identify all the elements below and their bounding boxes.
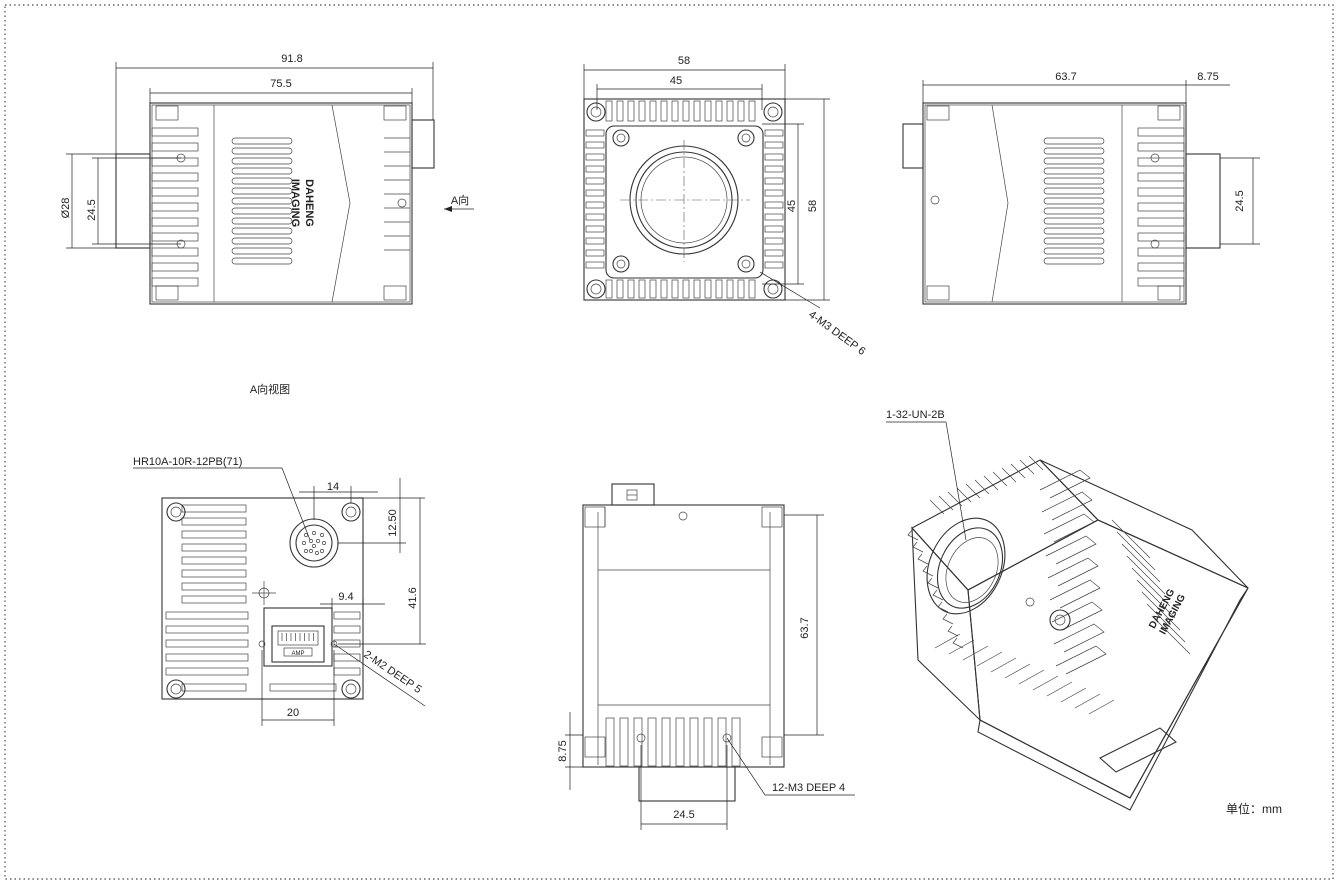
daheng-logo: DAHENG IMAGING bbox=[289, 179, 315, 227]
dim-41-6: 41.6 bbox=[407, 587, 419, 608]
dim-45-side: 45 bbox=[786, 200, 798, 212]
dim-24-5-bottom: 24.5 bbox=[673, 809, 694, 821]
dim-phi28: Ø28 bbox=[60, 198, 72, 219]
m3-deep6-callout: 4-M3 DEEP 6 bbox=[806, 309, 867, 358]
dim-58-top: 58 bbox=[678, 55, 690, 67]
a-view-title: A向视图 bbox=[250, 382, 290, 396]
sheet-border bbox=[4, 4, 1334, 880]
thread-callout: 1-32-UN-2B bbox=[886, 409, 945, 421]
dim-58-side: 58 bbox=[807, 200, 819, 212]
dim-24-5-right: 24.5 bbox=[1234, 190, 1246, 211]
dim-75-5: 75.5 bbox=[270, 78, 291, 90]
m2-deep5-callout: 2-M2 DEEP 5 bbox=[361, 649, 423, 696]
back-view: AMP HR10A-10R-12PB(71) 14 12.50 41.6 9.4… bbox=[133, 456, 426, 726]
svg-text:IMAGING: IMAGING bbox=[289, 179, 301, 227]
dim-45-top: 45 bbox=[670, 75, 682, 87]
unit-note: 单位：mm bbox=[1226, 801, 1282, 816]
right-side-view: 63.7 8.75 24.5 bbox=[902, 71, 1260, 305]
hr10a-callout: HR10A-10R-12PB(71) bbox=[133, 456, 242, 468]
dim-12-50: 12.50 bbox=[387, 509, 399, 537]
front-view: 58 45 45 58 4-M3 DEEP 6 bbox=[583, 55, 868, 358]
left-side-view: DAHENG IMAGING 91.8 75.5 Ø28 24.5 A向 bbox=[60, 53, 474, 305]
a-direction-label: A向 bbox=[451, 193, 469, 207]
dim-63-7-top: 63.7 bbox=[1055, 71, 1076, 83]
iso-daheng-logo: DAHENG IMAGING bbox=[1147, 587, 1188, 636]
svg-text:DAHENG: DAHENG bbox=[303, 179, 315, 227]
m3-deep4-callout: 12-M3 DEEP 4 bbox=[772, 782, 845, 794]
dim-20: 20 bbox=[287, 707, 299, 719]
amp-label: AMP bbox=[291, 651, 304, 657]
dim-8-75-side: 8.75 bbox=[557, 740, 569, 761]
dim-63-7-side: 63.7 bbox=[799, 617, 811, 638]
top-view: 63.7 8.75 12-M3 DEEP 4 24.5 bbox=[557, 483, 855, 830]
dim-14: 14 bbox=[327, 481, 339, 493]
dim-24-5-left: 24.5 bbox=[86, 199, 98, 220]
dim-9-4: 9.4 bbox=[338, 591, 353, 603]
dim-8-75-top: 8.75 bbox=[1197, 71, 1218, 83]
dim-91-8: 91.8 bbox=[281, 53, 302, 65]
isometric-view: DAHENG IMAGING 1-32-UN-2B bbox=[886, 409, 1249, 811]
